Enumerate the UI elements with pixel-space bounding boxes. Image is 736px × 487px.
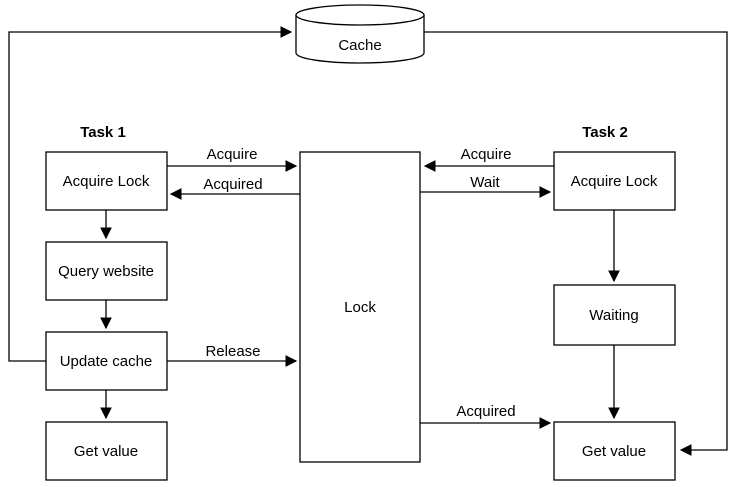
edge-acquired-get-value: Acquired: [420, 403, 552, 429]
task2-waiting-node: Waiting: [553, 284, 676, 346]
task2-get-value-box: [553, 421, 676, 481]
task1-get-value-box: [45, 421, 168, 481]
task2-waiting-box: [553, 284, 676, 346]
cache-node: Cache: [295, 4, 425, 64]
task2-header: Task 2: [582, 124, 628, 141]
edge-cache-to-task2-get-value: [424, 31, 728, 456]
lock-label: Lock: [344, 299, 376, 316]
edge-task1-acquire: Acquire: [167, 146, 298, 172]
edge-acquired-get-value-label: Acquired: [456, 403, 515, 420]
edge-task2-acquire-label: Acquire: [461, 146, 512, 163]
task1-get-value-label: Get value: [74, 443, 138, 460]
task2-acquire-lock-node: Acquire Lock: [553, 151, 676, 211]
cache-cylinder-top: [295, 4, 425, 26]
task1-acquire-lock-label: Acquire Lock: [63, 173, 150, 190]
edge-release-label: Release: [205, 343, 260, 360]
task1-update-cache-label: Update cache: [60, 353, 153, 370]
lock-box: [299, 151, 421, 463]
edge-task2-acquire: Acquire: [423, 146, 554, 172]
task1-header: Task 1: [80, 124, 126, 141]
lock-node: Lock: [299, 151, 421, 463]
task2-acquire-lock-box: [553, 151, 676, 211]
task2-waiting-label: Waiting: [589, 307, 638, 324]
task2-acquire-lock-label: Acquire Lock: [571, 173, 658, 190]
edge-release: Release: [167, 343, 298, 367]
task1-acquire-lock-box: [45, 151, 168, 211]
task1-acquire-lock-node: Acquire Lock: [45, 151, 168, 211]
task2-get-value-node: Get value: [553, 421, 676, 481]
edge-task1-acquire-label: Acquire: [207, 146, 258, 163]
cache-label: Cache: [338, 37, 381, 54]
edge-task2-wait: Wait: [420, 174, 552, 198]
task1-update-cache-node: Update cache: [45, 331, 168, 391]
cache-cylinder-body: [295, 14, 425, 64]
task1-query-website-label: Query website: [58, 263, 154, 280]
edge-task1-acquired-label: Acquired: [203, 176, 262, 193]
edge-update-cache-to-cache: [8, 26, 293, 362]
edge-task2-wait-label: Wait: [470, 174, 500, 191]
edge-task1-acquired: Acquired: [169, 176, 300, 200]
task1-get-value-node: Get value: [45, 421, 168, 481]
task2-get-value-label: Get value: [582, 443, 646, 460]
task1-query-website-node: Query website: [45, 241, 168, 301]
